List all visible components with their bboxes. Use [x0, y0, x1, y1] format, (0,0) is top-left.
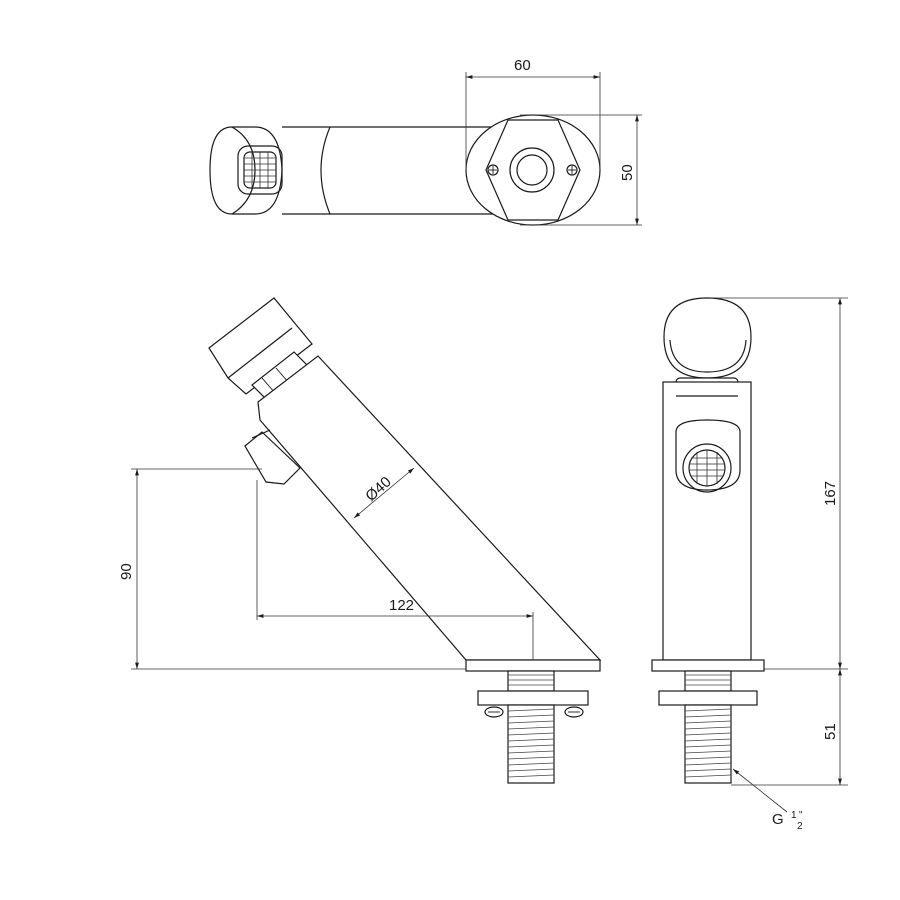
shank-upper-side	[507, 670, 555, 692]
nut-plate-front	[658, 690, 758, 706]
thread-callout-numerator: 1	[791, 810, 797, 821]
screw-left-side	[484, 706, 504, 718]
dimension-90-label: 90	[118, 563, 135, 580]
thread-callout: G 1 2 "	[732, 768, 803, 832]
aerator-grid-top	[237, 145, 283, 195]
dimension-51: 51	[731, 669, 848, 786]
thread-callout-denominator: 2	[797, 821, 803, 832]
dimension-122: 122	[256, 480, 534, 660]
nut-plate-side	[477, 690, 589, 706]
dimension-60-label: 60	[514, 57, 531, 74]
thread-callout-suffix: "	[799, 810, 803, 821]
dimension-122-label: 122	[389, 597, 414, 614]
screw-left-top	[487, 164, 499, 176]
dimension-90: 90	[118, 468, 466, 670]
top-view: 60 50	[209, 57, 642, 226]
thread-callout-prefix: G	[772, 811, 784, 828]
body-side	[257, 355, 602, 661]
dimension-50: 50	[520, 114, 642, 226]
dimension-60: 60	[465, 57, 601, 170]
dimension-167: 167	[710, 297, 848, 670]
shank-upper-front	[684, 670, 732, 692]
dimension-167-label: 167	[822, 481, 839, 506]
side-view: Ø40	[118, 297, 602, 784]
threaded-shank-front	[684, 704, 732, 784]
screw-right-top	[566, 164, 578, 176]
front-view: 167 51 G 1 2 "	[651, 297, 848, 832]
outlet-front	[675, 419, 741, 493]
threaded-shank-side	[507, 704, 555, 784]
dimension-50-label: 50	[619, 164, 636, 181]
screw-right-side	[564, 706, 584, 718]
hex-nut-top	[485, 119, 581, 221]
push-button-front	[663, 297, 752, 379]
dimension-51-label: 51	[822, 723, 839, 740]
base-flange-front	[651, 659, 765, 672]
base-flange-side	[465, 659, 601, 672]
